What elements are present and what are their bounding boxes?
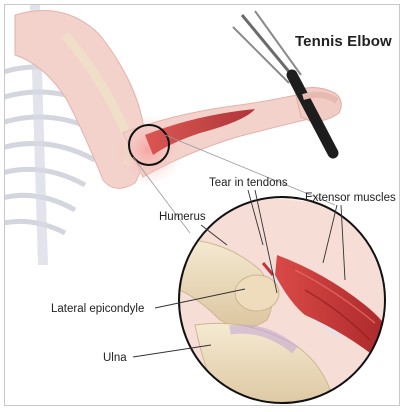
figure-title: Tennis Elbow	[295, 33, 392, 50]
tennis-elbow-illustration	[5, 5, 400, 406]
label-tear-in-tendons: Tear in tendons	[209, 177, 288, 189]
zoomed-elbow	[165, 195, 400, 406]
label-ulna: Ulna	[103, 352, 127, 364]
label-extensor-muscles: Extensor muscles	[305, 192, 396, 204]
label-humerus: Humerus	[159, 211, 206, 223]
label-lateral-epicondyle: Lateral epicondyle	[51, 303, 144, 315]
figure-frame: Tennis Elbow Tear in tendons Extensor mu…	[4, 4, 400, 406]
